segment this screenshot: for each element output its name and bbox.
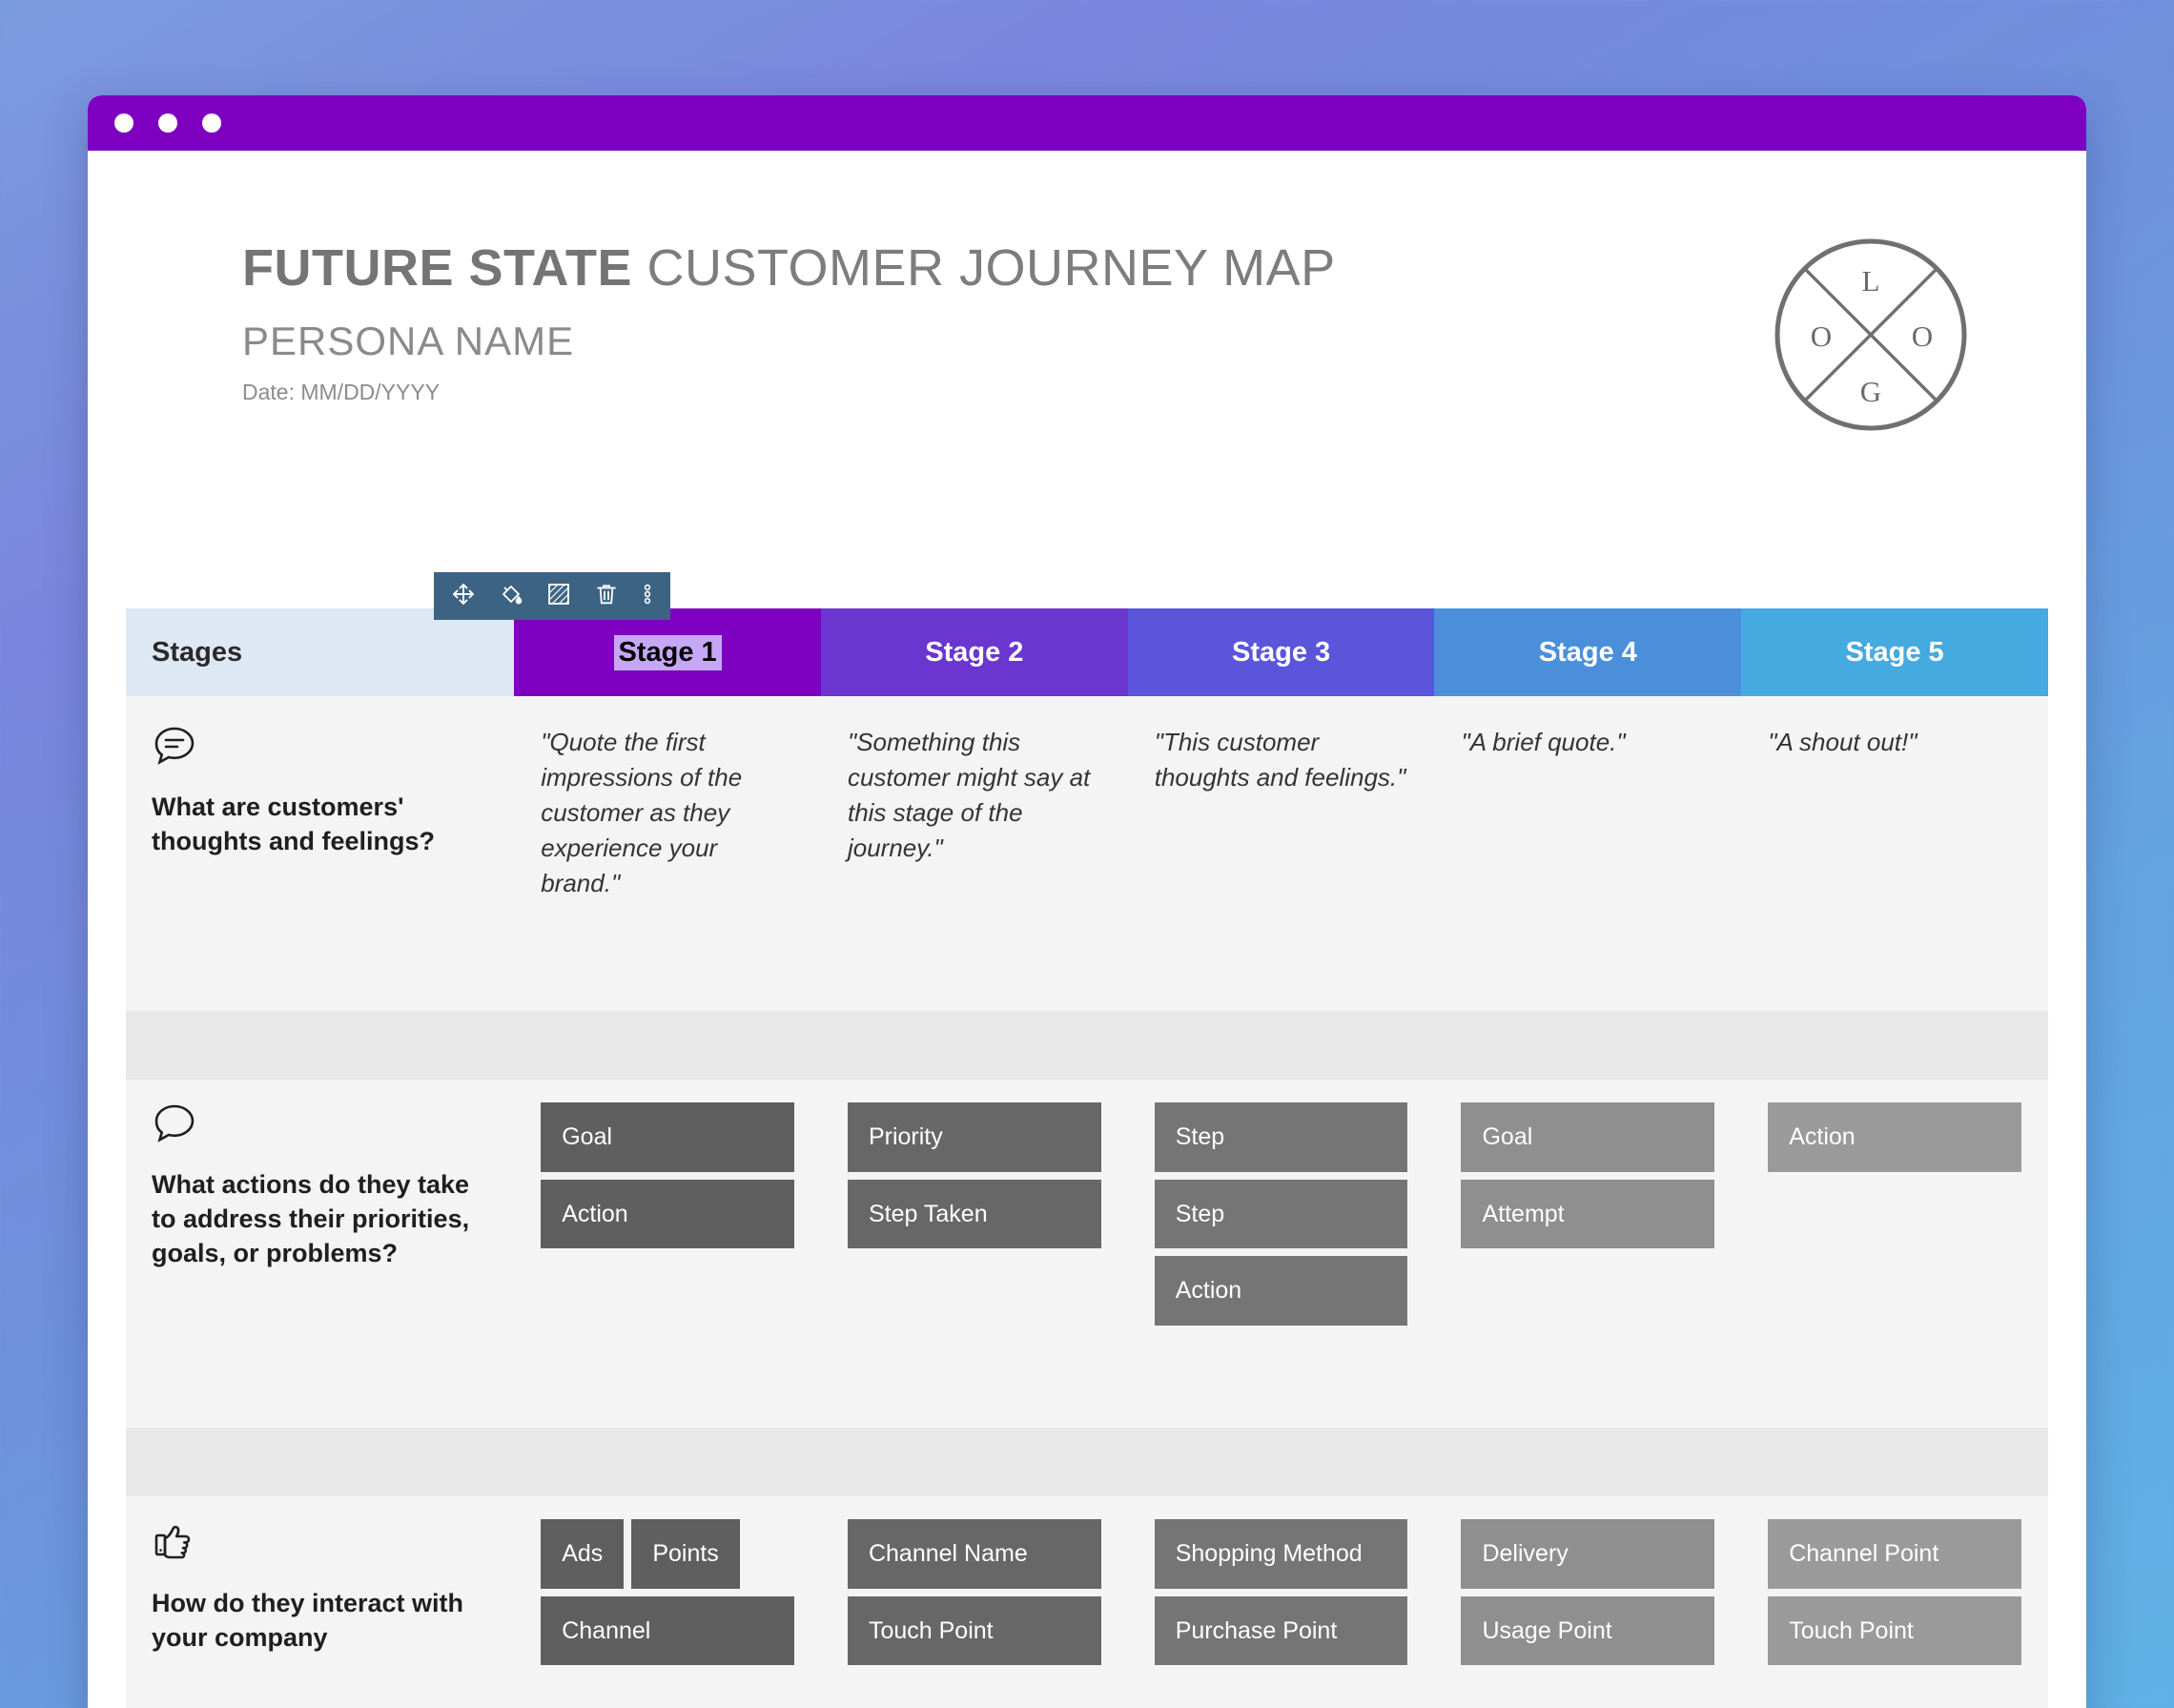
stage-header-label: Stage 5 <box>1845 636 1944 668</box>
chip[interactable]: Goal <box>1461 1102 1715 1172</box>
stage-header-4[interactable]: Stage 4 <box>1434 608 1742 696</box>
logo-letter-bottom: G <box>1860 375 1881 408</box>
chip[interactable]: Touch Point <box>1768 1595 2021 1665</box>
quote-text: "Quote the first impressions of the cust… <box>541 728 743 897</box>
row-spacer-2 <box>126 1428 2048 1496</box>
row-label-thoughts: What are customers' thoughts and feeling… <box>126 696 514 1011</box>
page-title-rest: CUSTOMER JOURNEY MAP <box>646 239 1336 297</box>
chip[interactable]: Usage Point <box>1461 1595 1715 1665</box>
persona-name: PERSONA NAME <box>242 319 575 363</box>
logo-icon: L O O G <box>1774 238 1967 431</box>
chip[interactable]: Step <box>1154 1179 1408 1248</box>
stage-header-row: Stages Stage 1 Stage 2 Stage 3 Stage 4 S… <box>126 608 2048 696</box>
quote-text: "A shout out!" <box>1768 728 1918 756</box>
row-actions: What actions do they take to address the… <box>126 1080 2048 1428</box>
page-title-strong: FUTURE STATE <box>242 239 632 297</box>
document-header: FUTURE STATE CUSTOMER JOURNEY MAP PERSON… <box>88 151 2086 431</box>
chip[interactable]: Ads <box>541 1519 625 1589</box>
row-question-thoughts: What are customers' thoughts and feeling… <box>152 792 435 855</box>
chip[interactable]: Purchase Point <box>1154 1595 1408 1665</box>
cell-thoughts-2[interactable]: "Something this customer might say at th… <box>821 696 1128 1011</box>
chip[interactable]: Channel Point <box>1768 1519 2021 1589</box>
chip[interactable]: Goal <box>541 1102 794 1172</box>
thumbs-up-icon <box>152 1519 487 1568</box>
stages-header-cell: Stages <box>126 608 515 696</box>
cell-thoughts-3[interactable]: "This customer thoughts and feelings." <box>1128 696 1435 1011</box>
stage-header-label: Stage 4 <box>1538 636 1637 668</box>
row-thoughts-feelings: What are customers' thoughts and feeling… <box>126 696 2048 1011</box>
chip[interactable]: Action <box>1768 1102 2021 1172</box>
logo: L O O G <box>1768 232 1974 438</box>
cell-thoughts-1[interactable]: "Quote the first impressions of the cust… <box>514 696 821 1011</box>
row-question-interaction: How do they interact with your company <box>152 1589 464 1652</box>
logo-letter-top: L <box>1862 264 1880 298</box>
quote-text: "This customer thoughts and feelings." <box>1154 728 1406 792</box>
chip[interactable]: Action <box>1154 1256 1408 1326</box>
row-label-actions: What actions do they take to address the… <box>126 1080 514 1428</box>
stage-header-label: Stage 3 <box>1232 636 1331 668</box>
minimize-dot[interactable] <box>158 113 177 133</box>
document-canvas: FUTURE STATE CUSTOMER JOURNEY MAP PERSON… <box>88 151 2086 1708</box>
browser-window: FUTURE STATE CUSTOMER JOURNEY MAP PERSON… <box>88 95 2086 1708</box>
stage-header-5[interactable]: Stage 5 <box>1741 608 2048 696</box>
stage-header-1[interactable]: Stage 1 <box>514 608 821 696</box>
move-icon[interactable] <box>440 582 487 611</box>
speech-bubble-lines-icon <box>152 725 487 772</box>
cell-thoughts-5[interactable]: "A shout out!" <box>1741 696 2048 1011</box>
chip[interactable]: Delivery <box>1461 1519 1715 1589</box>
element-toolbar[interactable] <box>433 572 670 620</box>
date-label: Date: MM/DD/YYYY <box>242 380 441 404</box>
logo-letter-right: O <box>1912 319 1933 353</box>
chip[interactable]: Touch Point <box>847 1595 1101 1665</box>
chip[interactable]: Points <box>631 1519 740 1589</box>
trash-icon[interactable] <box>583 582 630 611</box>
page-title: FUTURE STATE CUSTOMER JOURNEY MAP <box>242 238 2086 298</box>
stage-header-2[interactable]: Stage 2 <box>820 608 1128 696</box>
cell-actions-5[interactable]: Action <box>1741 1080 2048 1428</box>
chip[interactable]: Attempt <box>1461 1179 1715 1248</box>
stage-header-3[interactable]: Stage 3 <box>1127 608 1435 696</box>
logo-letter-left: O <box>1811 319 1832 353</box>
quote-text: "Something this customer might say at th… <box>847 728 1091 862</box>
row-interaction: How do they interact with your company A… <box>126 1496 2048 1708</box>
journey-map-grid: Stages Stage 1 Stage 2 Stage 3 Stage 4 S… <box>126 572 2048 1708</box>
chip[interactable]: Action <box>541 1179 794 1248</box>
pattern-fill-icon[interactable] <box>535 582 583 611</box>
chip[interactable]: Channel Name <box>847 1519 1101 1589</box>
speech-bubble-icon <box>152 1102 487 1149</box>
chip[interactable]: Shopping Method <box>1154 1519 1408 1589</box>
maximize-dot[interactable] <box>202 113 221 133</box>
quote-text: "A brief quote." <box>1461 728 1626 756</box>
chip[interactable]: Step Taken <box>847 1179 1101 1248</box>
stage-header-label: Stage 1 <box>613 634 722 670</box>
window-titlebar <box>88 95 2086 151</box>
row-spacer-1 <box>126 1011 2048 1080</box>
chip[interactable]: Channel <box>541 1595 794 1665</box>
chip[interactable]: Step <box>1154 1102 1408 1172</box>
cell-thoughts-4[interactable]: "A brief quote." <box>1434 696 1741 1011</box>
paint-bucket-icon[interactable] <box>487 582 535 611</box>
row-label-interaction: How do they interact with your company <box>126 1496 514 1708</box>
row-question-actions: What actions do they take to address the… <box>152 1170 470 1267</box>
more-options-icon[interactable] <box>630 582 665 611</box>
chip[interactable]: Priority <box>847 1102 1101 1172</box>
close-dot[interactable] <box>114 113 133 133</box>
stage-header-label: Stage 2 <box>925 636 1024 668</box>
